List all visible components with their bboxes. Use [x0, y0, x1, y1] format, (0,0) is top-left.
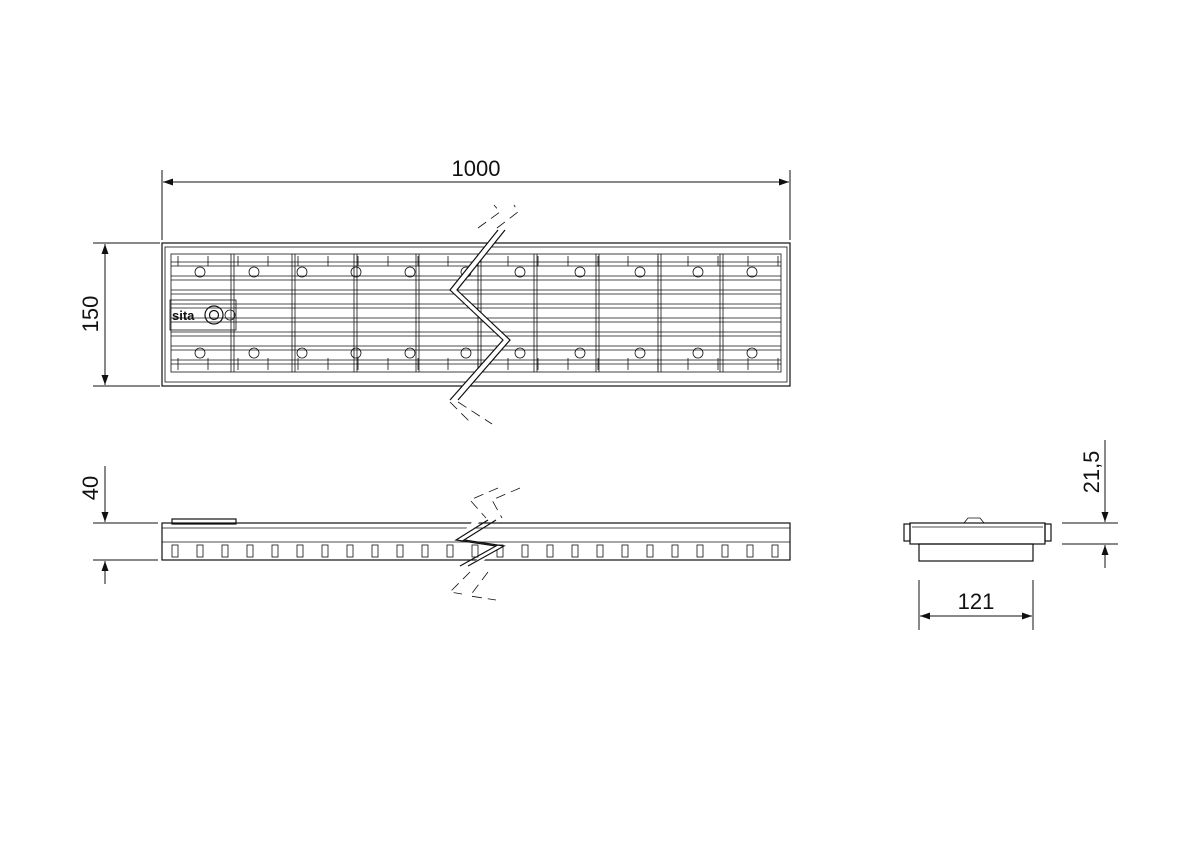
length-dimension: 1000 [161, 156, 791, 240]
section-height-label: 21,5 [1079, 451, 1104, 494]
grating-side-view [161, 487, 791, 601]
sita-logo: sita [169, 299, 237, 331]
width-label: 150 [78, 296, 103, 333]
cross-section-view [903, 517, 1052, 562]
section-width-dimension: 121 [918, 580, 1034, 630]
width-dimension: 150 [78, 242, 160, 387]
section-height-dimension: 21,5 [1062, 440, 1118, 568]
section-width-label: 121 [958, 589, 995, 614]
length-label: 1000 [452, 156, 501, 181]
logo-text: sita [172, 308, 195, 323]
height-dimension: 40 [78, 466, 158, 584]
grating-plan-view: sita [161, 204, 791, 425]
height-label: 40 [78, 476, 103, 500]
